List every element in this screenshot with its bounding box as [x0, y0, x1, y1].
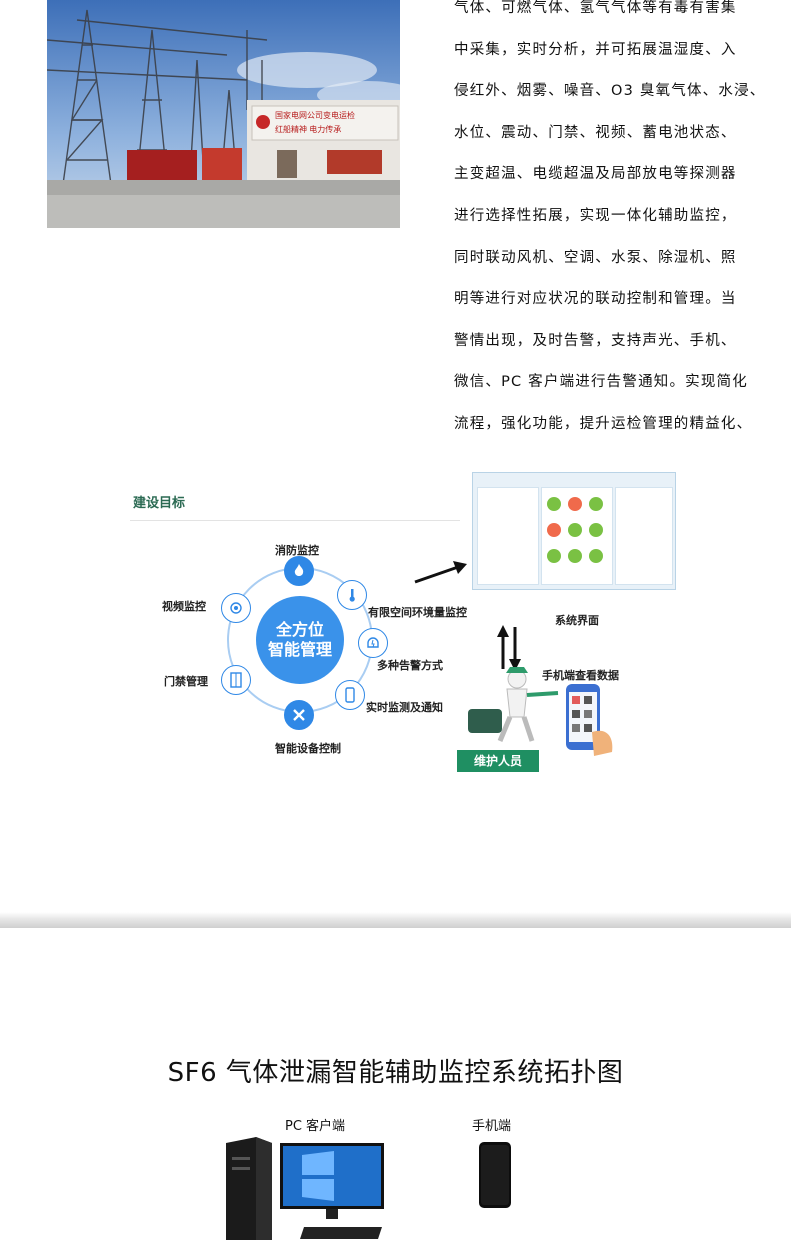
fire-icon	[284, 556, 314, 586]
intro-line: 侵红外、烟雾、噪音、O3 臭氧气体、水浸、	[454, 83, 766, 100]
mobile-phone-icon	[479, 1142, 511, 1208]
title-divider	[130, 520, 460, 521]
fan-icon	[284, 700, 314, 730]
phone-in-hand-icon	[566, 684, 613, 756]
intro-line: 主变超温、电缆超温及局部放电等探测器	[454, 166, 737, 183]
section-divider	[0, 912, 791, 928]
substation-photo: 国家电网公司变电运检 红船精神 电力传承	[47, 0, 400, 228]
intro-line: 中采集，实时分析，并可拓展温湿度、入	[454, 41, 737, 58]
intro-line: 微信、PC 客户端进行告警通知。实现简化	[454, 374, 748, 391]
label-alarm: 多种告警方式	[377, 659, 443, 672]
phone-monitor-icon	[335, 680, 365, 710]
label-access: 门禁管理	[164, 675, 208, 688]
substation-photo-graphic: 国家电网公司变电运检 红船精神 电力传承	[47, 0, 400, 228]
thermometer-icon	[337, 580, 367, 610]
arrow-icon	[414, 561, 467, 584]
intro-line: 同时联动风机、空调、水泵、除湿机、照	[454, 249, 737, 266]
center-line1: 全方位	[275, 620, 324, 639]
intro-line: 水位、震动、门禁、视频、蓄电池状态、	[454, 124, 737, 141]
intro-line: 气体、可燃气体、氢气气体等有毒有害集	[454, 0, 737, 16]
camera-icon	[221, 593, 251, 623]
label-video: 视频监控	[162, 600, 206, 613]
photo-sign-line1: 国家电网公司变电运检	[275, 110, 355, 120]
door-icon	[221, 665, 251, 695]
label-env: 有限空间环境量监控	[368, 606, 467, 619]
maintainer-badge: 维护人员	[457, 750, 539, 772]
alarm-icon	[358, 628, 388, 658]
label-realtime: 实时监测及通知	[366, 701, 443, 714]
intro-paragraph: 气体、可燃气体、氢气气体等有毒有害集 中采集，实时分析，并可拓展温湿度、入 侵红…	[454, 0, 776, 458]
intro-line: 进行选择性拓展，实现一体化辅助监控，	[454, 207, 737, 224]
center-line2: 智能管理	[267, 640, 332, 659]
section-title: 建设目标	[133, 496, 186, 511]
system-ui-label: 系统界面	[555, 614, 599, 627]
center-title: 全方位 智能管理	[260, 620, 340, 660]
label-device: 智能设备控制	[275, 742, 341, 755]
mobile-view-label: 手机端查看数据	[542, 669, 619, 682]
system-ui-thumbnail	[472, 472, 676, 590]
photo-sign-line2: 红船精神 电力传承	[275, 124, 341, 134]
pc-client-label: PC 客户端	[285, 1119, 346, 1134]
label-fire: 消防监控	[275, 544, 319, 557]
topology-title: SF6 气体泄漏智能辅助监控系统拓扑图	[167, 1058, 624, 1088]
construction-goals-infographic: 建设目标 全方位 智能管理 消防监控 有限空间环境量监控 多种告警方式 实时监测…	[130, 470, 678, 780]
pc-computer-icon	[226, 1137, 384, 1240]
intro-line: 明等进行对应状况的联动控制和管理。当	[454, 291, 737, 308]
mobile-client-label: 手机端	[472, 1119, 512, 1134]
sync-arrows-icon	[497, 625, 521, 671]
intro-line: 警情出现，及时告警，支持声光、手机、	[454, 332, 737, 349]
maintainer-figure	[468, 667, 559, 742]
intro-line: 流程，强化功能，提升运检管理的精益化、	[454, 415, 753, 432]
